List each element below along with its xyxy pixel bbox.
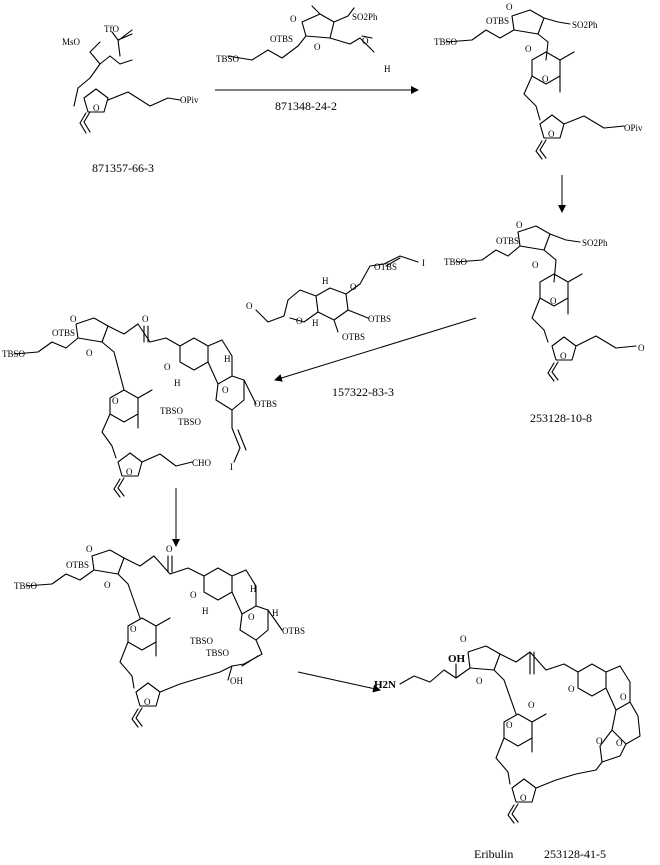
terminal-o-label-3: O	[638, 343, 645, 353]
so2ph-label-3: SO2Ph	[582, 238, 608, 248]
reaction-arrow-5	[297, 671, 381, 693]
pyran2-o-label-5: O	[190, 590, 197, 600]
structure-aldehyde-intermediate: TBSO OTBS O O O O O H H O OTBS TBSO TBSO…	[2, 314, 277, 498]
otbs-label-2: OTBS	[486, 16, 509, 26]
caption-253128-41-5: 253128-41-5	[544, 847, 606, 861]
h-label-r2a: H	[322, 276, 329, 286]
otbs-label-4: OTBS	[52, 328, 75, 338]
pyran2-o-label-6: O	[568, 684, 575, 694]
h-label-4b: H	[174, 378, 181, 388]
caption-157322-83-3: 157322-83-3	[332, 385, 394, 399]
tbso-label-5: TBSO	[14, 581, 38, 591]
pyran2-o-label-4: O	[164, 362, 171, 372]
otbs-label-r2b: OTBS	[368, 314, 391, 324]
structure-coupled-intermediate: TBSO OTBS O SO2Ph O O O OPiv	[434, 2, 643, 160]
methoxy-o-label-5: O	[86, 544, 93, 554]
structure-eribulin: H2N OH O O O O O O O O O	[374, 634, 641, 824]
h-label-5c: H	[272, 608, 279, 618]
otbs-label-r2a: OTBS	[374, 262, 397, 272]
h-label-5b: H	[202, 606, 209, 616]
ring-o-label-r2b: O	[296, 316, 303, 326]
otbs-label-3: OTBS	[496, 236, 519, 246]
ketone-o-label-4: O	[142, 314, 149, 324]
structure-871348-24-2: O OTBS TBSO SO2Ph O O H	[216, 5, 391, 74]
tbso-label-4c: TBSO	[178, 417, 202, 427]
pyran-o-label-5: O	[130, 624, 137, 634]
structure-157322-83-3: O H H O O OTBS OTBS OTBS I	[246, 255, 425, 342]
tbso-label-3: TBSO	[444, 257, 468, 267]
otbs-label: OTBS	[270, 34, 293, 44]
tbso-label-4: TBSO	[2, 349, 26, 359]
ring-o-label-5b: O	[248, 612, 255, 622]
methoxy-o-label-3: O	[516, 220, 523, 230]
ketone-o-label-5: O	[166, 544, 173, 554]
otbs-label-r2c: OTBS	[342, 332, 365, 342]
h-label-r2b: H	[312, 318, 319, 328]
tbso-label-4b: TBSO	[160, 406, 184, 416]
thf-o-label-6: O	[520, 793, 527, 803]
otbs-label-5a: OTBS	[282, 626, 305, 636]
structure-macrocycle-intermediate: TBSO OTBS O O O O O H H O H OTBS TBSO TB…	[14, 544, 305, 728]
tbso-label-2: TBSO	[434, 37, 458, 47]
aldehyde-h-label: H	[384, 64, 391, 74]
ring-o-label-6: O	[476, 676, 483, 686]
tfo-label: TfO	[104, 24, 119, 34]
caption-871357-66-3: 871357-66-3	[92, 161, 154, 175]
methoxy-o-label-2: O	[506, 2, 513, 12]
thf-o-label-4: O	[126, 467, 133, 477]
pyran-o-label-6: O	[506, 720, 513, 730]
thf-o-label-2: O	[548, 129, 555, 139]
ring-o-label-3: O	[532, 260, 539, 270]
methoxy-o-label-6: O	[460, 634, 467, 644]
ring-o-label-4: O	[86, 348, 93, 358]
pyran-o-label-3: O	[550, 296, 557, 306]
oh-label-5: OH	[230, 676, 243, 686]
ring-o-label-r2: O	[350, 282, 357, 292]
opiv-label-2: OPiv	[624, 123, 643, 133]
hydroxyl-label: OH	[448, 653, 466, 665]
pyran-o-label-4: O	[112, 396, 119, 406]
ring-o-label-6c: O	[596, 736, 603, 746]
ring-o-label-2: O	[525, 44, 532, 54]
otbs-label-5: OTBS	[66, 560, 89, 570]
o-label: O	[93, 103, 100, 113]
so2ph-label-2: SO2Ph	[572, 20, 598, 30]
ring-o-label-6b: O	[620, 692, 627, 702]
tbso-label: TBSO	[216, 54, 240, 64]
tbso-label-5c: TBSO	[206, 648, 230, 658]
amine-label: H2N	[374, 679, 396, 691]
so2ph-label: SO2Ph	[352, 12, 378, 22]
ring-o-label-4b: O	[222, 385, 229, 395]
caption-253128-10-8: 253128-10-8	[530, 411, 592, 425]
opiv-label: OPiv	[180, 95, 199, 105]
caption-871348-24-2: 871348-24-2	[275, 99, 337, 113]
thf-o-label-3: O	[560, 351, 567, 361]
reaction-arrow-3	[274, 317, 477, 382]
ketone-o-label-6: O	[528, 700, 535, 710]
mso-label: MsO	[62, 37, 81, 47]
otbs-label-4a: OTBS	[254, 399, 277, 409]
iodo-label-r2: I	[422, 258, 425, 268]
aldehyde-o-label: O	[362, 36, 369, 46]
cho-label-4: CHO	[192, 458, 212, 468]
h-label-5a: H	[250, 584, 257, 594]
structure-253128-10-8: TBSO OTBS O SO2Ph O O O O	[444, 220, 645, 382]
caption-eribulin: Eribulin	[474, 847, 513, 861]
aldehyde-o-label-r2: O	[246, 301, 253, 311]
iodo-label-4: I	[230, 462, 233, 472]
thf-o-label-5: O	[144, 697, 151, 707]
h-label-4a: H	[224, 354, 231, 364]
ring-o-label-6d: O	[616, 738, 623, 748]
ring-o-label-5: O	[104, 580, 111, 590]
methoxy-o-label-4: O	[70, 314, 77, 324]
methoxy-o-label: O	[290, 14, 297, 24]
structure-871357-66-3: TfO MsO OPiv O	[62, 24, 199, 134]
tbso-label-5b: TBSO	[190, 636, 214, 646]
ring-o-label: O	[314, 42, 321, 52]
pyran-o-label-2: O	[542, 74, 549, 84]
